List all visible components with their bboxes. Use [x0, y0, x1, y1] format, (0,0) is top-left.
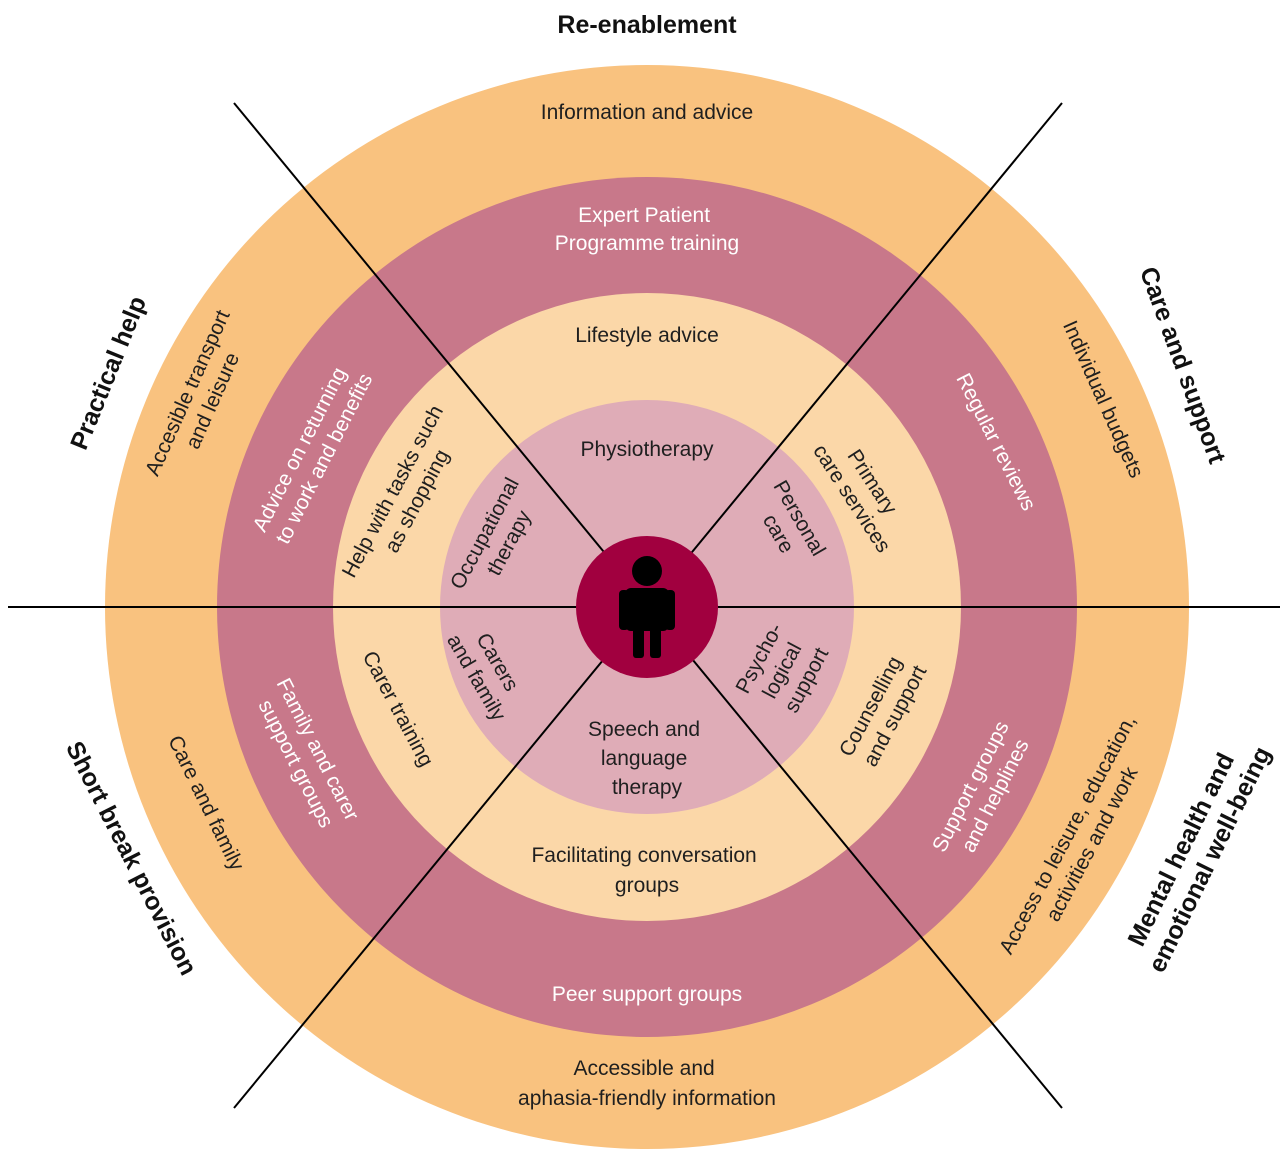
label-expert-patient: Expert Patient Programme training [555, 204, 739, 255]
heading-re-enablement: Re-enablement [557, 11, 737, 39]
label-facilitating-conversation: Facilitating conversation groups [531, 844, 762, 897]
label-information-and-advice: Information and advice [541, 101, 753, 124]
label-speech-and-language: Speech and language therapy [588, 718, 706, 799]
label-lifestyle-advice: Lifestyle advice [575, 324, 719, 347]
label-physiotherapy: Physiotherapy [580, 438, 714, 461]
label-accessible-information: Accessible and aphasia-friendly informat… [518, 1057, 776, 1110]
person-icon [619, 556, 675, 658]
label-peer-support-groups: Peer support groups [552, 983, 742, 1006]
